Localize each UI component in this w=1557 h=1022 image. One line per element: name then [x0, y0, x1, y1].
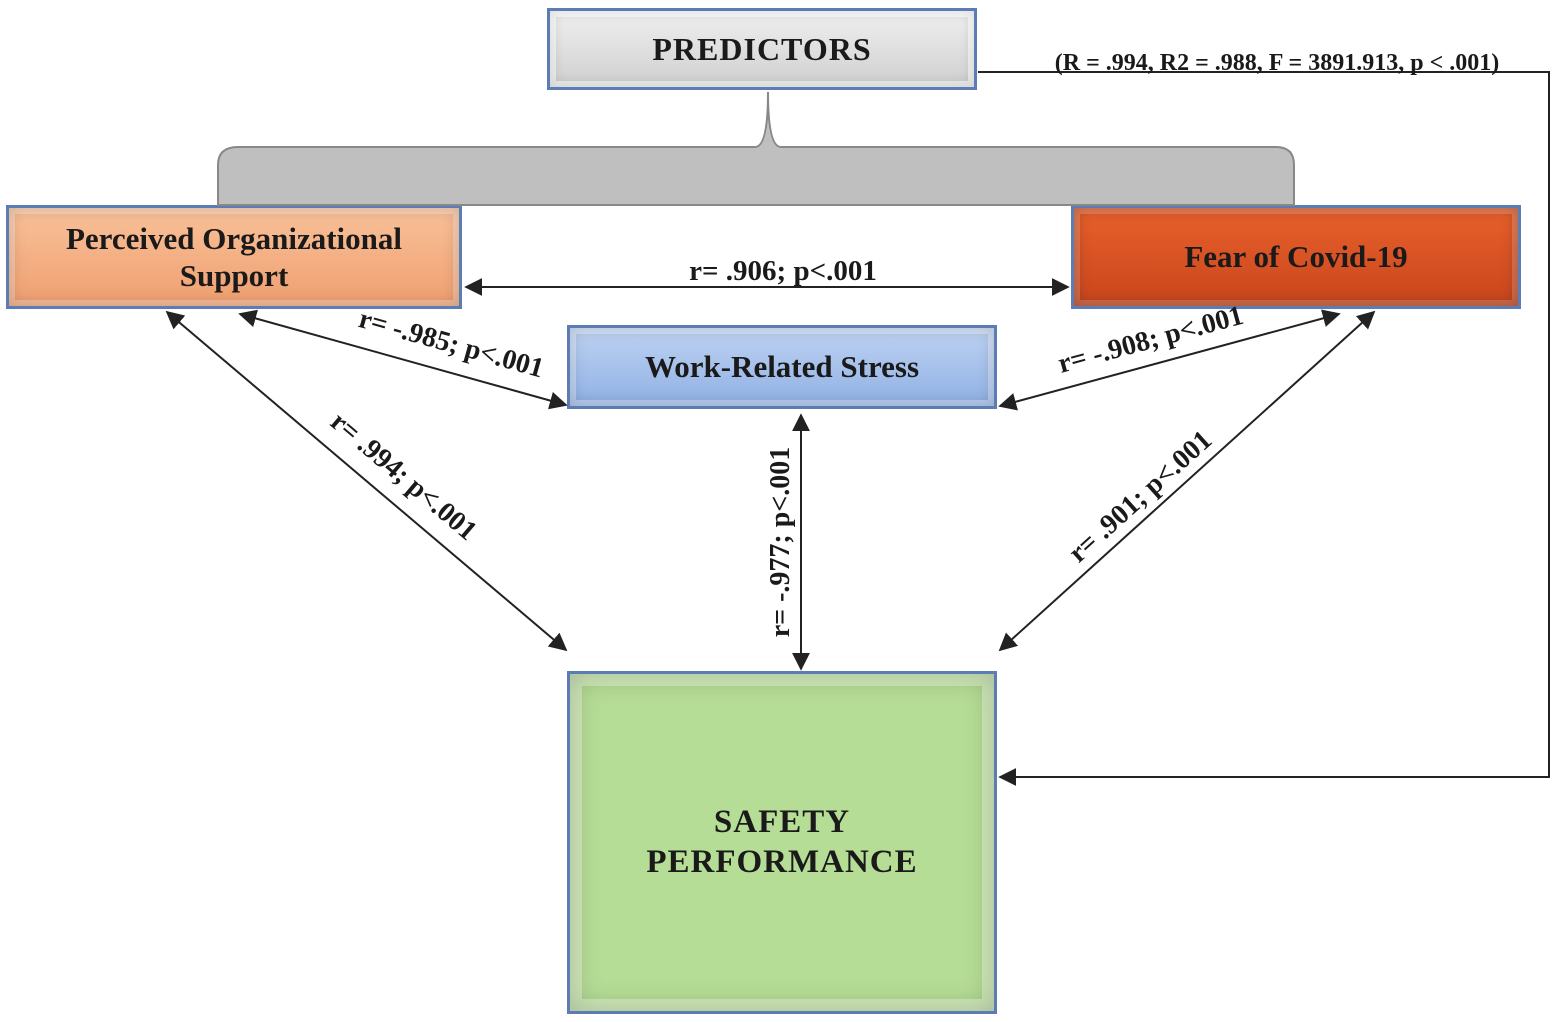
predictors-label: PREDICTORS [652, 30, 872, 67]
predictors-box: PREDICTORS [547, 8, 977, 90]
label-fear-wrs: r= -.908; p<.001 [1055, 300, 1247, 380]
label-model-fit: (R = .994, R2 = .988, F = 3891.913, p < … [1055, 50, 1499, 76]
fear-of-covid-label: Fear of Covid-19 [1184, 239, 1408, 275]
safety-label-line2: PERFORMANCE [646, 843, 918, 880]
perceived-support-label-line1: Perceived Organizational [65, 220, 403, 256]
perceived-organizational-support-box: Perceived Organizational Support [6, 205, 462, 309]
model-fit-connector [978, 71, 1550, 786]
perceived-support-label-line2: Support [179, 258, 289, 293]
label-wrs-safety: r= -.977; p<.001 [765, 447, 796, 638]
predictors-brace [217, 91, 1295, 206]
work-related-stress-label: Work-Related Stress [644, 349, 920, 385]
label-pos-fear: r= .906; p<.001 [689, 255, 877, 287]
safety-label-line1: SAFETY [713, 803, 851, 840]
arrow-pos-safety [165, 310, 568, 652]
fear-of-covid-box: Fear of Covid-19 [1071, 205, 1521, 309]
label-pos-safety: r= .994; p<.001 [324, 406, 482, 547]
label-fear-safety: r= .901; p<.001 [1063, 425, 1218, 569]
arrow-fear-safety [998, 310, 1376, 652]
safety-performance-box: SAFETY PERFORMANCE [567, 671, 997, 1014]
work-related-stress-box: Work-Related Stress [567, 325, 997, 409]
